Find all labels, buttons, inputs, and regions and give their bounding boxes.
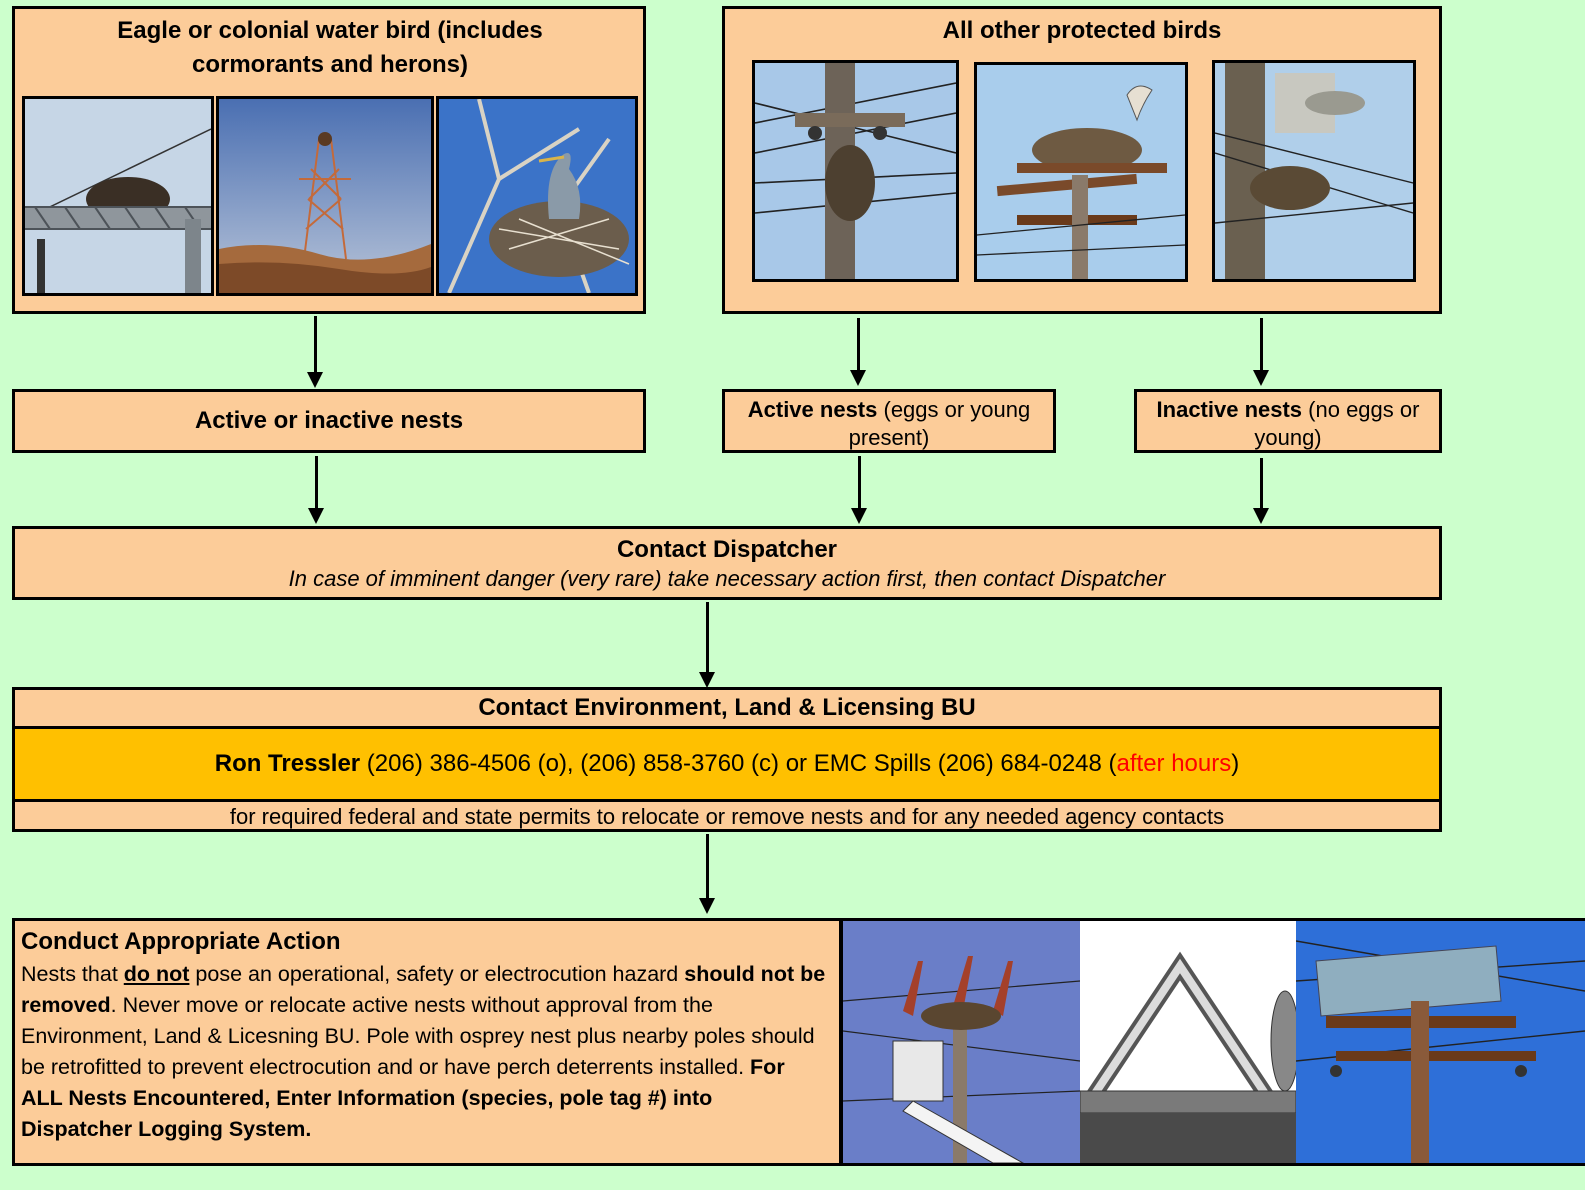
- contact-environment-phones: Ron Tressler (206) 386-4506 (o), (206) 8…: [15, 729, 1439, 802]
- active-nests-text: Active nests (eggs or young present): [725, 392, 1053, 452]
- nest-on-tower-photo: [22, 96, 214, 296]
- action-text-should-not-remove: should not be removed: [21, 962, 826, 1017]
- after-hours-label: after hours: [1116, 750, 1232, 777]
- action-text-logging: For ALL Nests Encountered, Enter Informa…: [21, 1055, 785, 1141]
- close-paren: ): [1231, 750, 1240, 777]
- inactive-nests-text: Inactive nests (no eggs or young): [1137, 392, 1439, 452]
- action-text-part-4: . Never move or relocate active nests wi…: [21, 993, 815, 1079]
- action-text-do-not: do not: [123, 962, 190, 986]
- action-text-part-2: pose an operational, safety or electrocu…: [189, 962, 685, 986]
- other-birds-box-title: All other protected birds: [942, 17, 1222, 44]
- contact-environment-title: Contact Environment, Land & Licensing BU: [15, 690, 1439, 729]
- transmission-tower-photo: [216, 96, 434, 296]
- perch-deterrent-drawing-photo: [1080, 918, 1296, 1166]
- conduct-action-title: Conduct Appropriate Action: [21, 928, 341, 955]
- bucket-truck-nest-photo: [840, 918, 1080, 1166]
- osprey-platform-photo: [974, 62, 1188, 282]
- heron-nest-photo: [436, 96, 638, 296]
- active-or-inactive-nests-box: Active or inactive nests: [12, 389, 646, 453]
- conduct-action-body: Nests that do not pose an operational, s…: [21, 959, 826, 1145]
- conduct-action-box: Conduct Appropriate Action Nests that do…: [12, 918, 842, 1166]
- contact-environment-box: Contact Environment, Land & Licensing BU…: [12, 687, 1442, 832]
- active-or-inactive-nests-label: Active or inactive nests: [194, 407, 464, 434]
- contact-dispatcher-note: In case of imminent danger (very rare) t…: [288, 566, 1166, 591]
- inactive-nests-detail: (no eggs or young): [1254, 397, 1420, 450]
- contact-dispatcher-box: Contact Dispatcher In case of imminent d…: [12, 526, 1442, 600]
- inactive-nests-box: Inactive nests (no eggs or young): [1134, 389, 1442, 453]
- retrofitted-pole-photo: [1296, 918, 1585, 1166]
- active-nests-detail: (eggs or young present): [848, 397, 1031, 450]
- pole-transformer-nest-photo: [1212, 60, 1416, 282]
- action-text-part-1: Nests that: [21, 962, 124, 986]
- inactive-nests-label: Inactive nests: [1156, 397, 1303, 422]
- active-nests-box: Active nests (eggs or young present): [722, 389, 1056, 453]
- contact-phone-numbers: (206) 386-4506 (o), (206) 858-3760 (c) o…: [360, 750, 1117, 777]
- active-nests-label: Active nests: [747, 397, 878, 422]
- contact-name: Ron Tressler: [214, 750, 361, 777]
- contact-dispatcher-title: Contact Dispatcher: [616, 536, 838, 563]
- eagle-box-title: Eagle or colonial water bird (includes c…: [117, 17, 543, 78]
- contact-environment-footer: for required federal and state permits t…: [229, 804, 1225, 829]
- pole-insulator-nest-photo: [752, 60, 959, 282]
